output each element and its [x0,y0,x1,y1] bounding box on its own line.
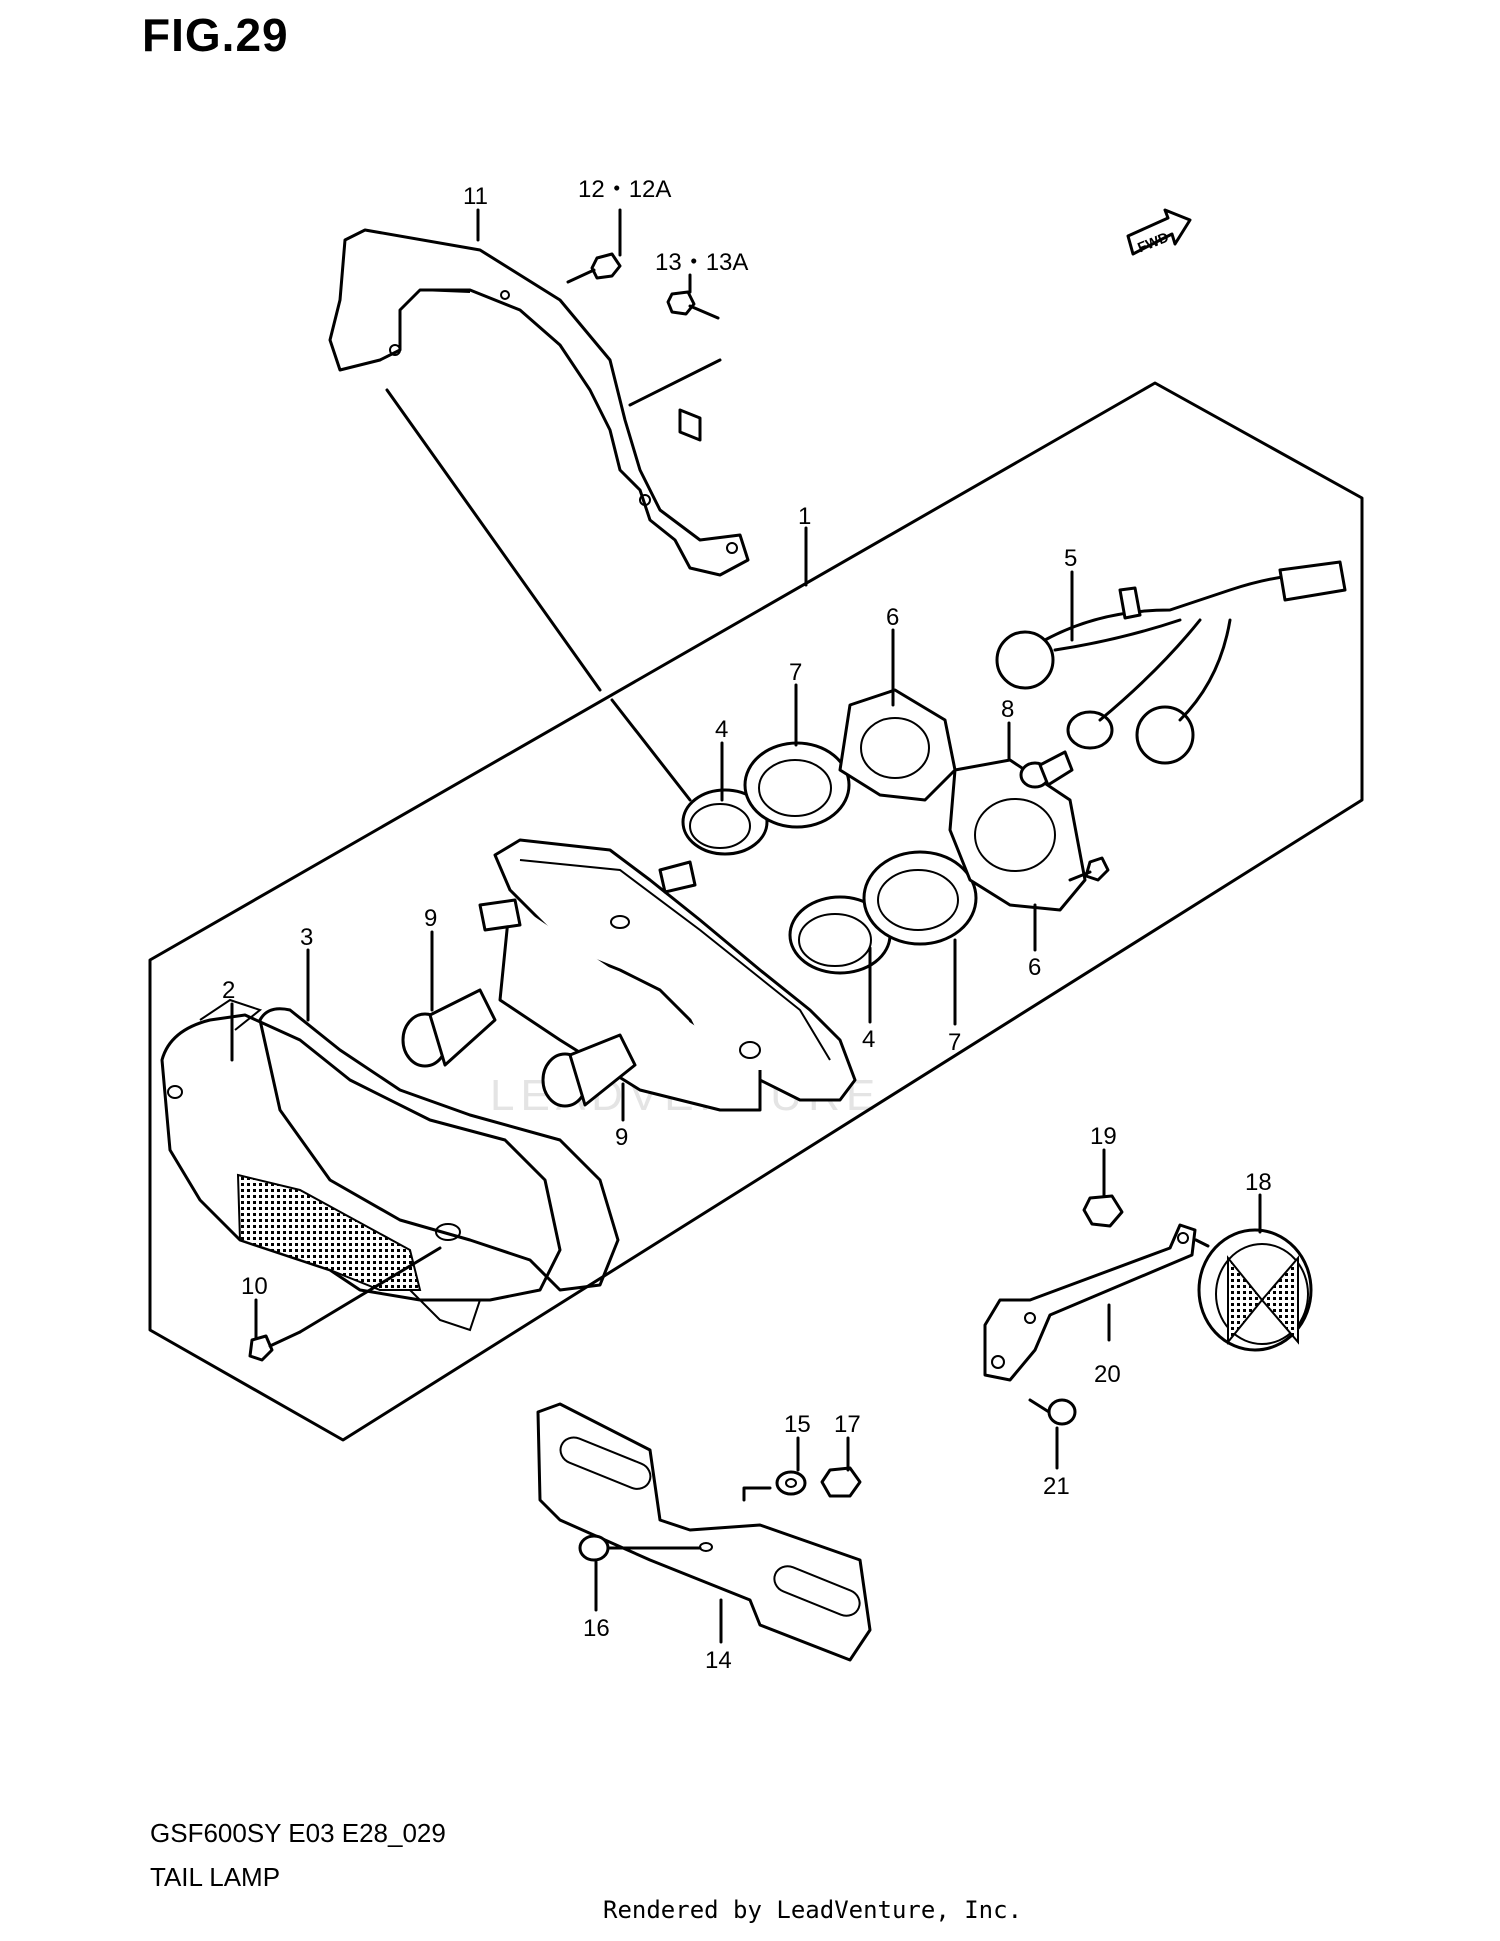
callout-14: 14 [705,1647,732,1674]
callout-15: 15 [784,1411,811,1438]
callout-16: 16 [583,1615,610,1642]
callout-6-lower: 6 [1028,954,1041,981]
callout-4-lower: 4 [862,1026,875,1053]
part-19-nut [1082,1194,1124,1228]
callout-17: 17 [834,1411,861,1438]
callout-8: 8 [1001,696,1014,723]
callout-7-upper: 7 [789,659,802,686]
callout-18: 18 [1245,1169,1272,1196]
callout-3: 3 [300,924,313,951]
credit-line: Rendered by LeadVenture, Inc. [603,1896,1023,1924]
part-9-bulb-lower [541,1033,637,1108]
part-7-ring-upper [743,741,851,829]
section-name: TAIL LAMP [150,1862,281,1892]
assembly-outline [148,381,1364,1442]
part-8-bulb [1019,750,1074,789]
part-6-plate-upper [838,688,957,802]
callout-4-upper: 4 [715,716,728,743]
callout-19: 19 [1090,1123,1117,1150]
callout-7-lower: 7 [948,1029,961,1056]
callout-9-upper: 9 [424,905,437,932]
part-20-reflector-bracket [983,1223,1197,1382]
callout-11: 11 [463,183,488,210]
part-3-gasket [258,1007,620,1292]
model-code: GSF600SY E03 E28_029 [150,1818,446,1848]
callout-20: 20 [1094,1361,1121,1388]
part-5-wiring-harness [995,560,1347,765]
figure-title: FIG.29 [142,9,289,61]
part-16-bolt [578,1534,702,1562]
callout-leaders [230,208,1262,1644]
part-13-screw [666,290,720,320]
callout-10: 10 [241,1273,268,1300]
part-10-screw [248,1246,442,1362]
part-9-bulb-upper [401,988,497,1068]
part-11-bracket [328,228,750,577]
callout-9-lower: 9 [615,1124,628,1151]
callout-1: 1 [798,503,811,530]
part-18-reflector [1197,1228,1313,1352]
leader-housing [610,698,692,802]
tail-lamp-housing [478,838,857,1112]
part-21-screw [1028,1398,1077,1426]
leader-bracket-to-housing [385,388,602,692]
callout-13: 13・13A [655,249,748,276]
fwd-arrow-icon: FWD [1126,208,1192,256]
callout-2: 2 [222,977,235,1004]
callout-6-upper: 6 [886,604,899,631]
part-screw-plate [1068,856,1110,882]
part-4-socket-upper [681,788,769,856]
callout-5: 5 [1064,545,1077,572]
part-12-screw [566,252,622,284]
leader-reflector [1194,1238,1210,1248]
part-17-nut [820,1466,862,1498]
part-2-lens [160,998,562,1332]
leader-screw-13 [628,358,722,407]
callout-21: 21 [1043,1473,1070,1500]
part-7-ring-lower [862,850,978,946]
callout-12: 12・12A [578,176,671,203]
part-15-washer [742,1470,807,1502]
callout-labels: 1 2 3 4 4 5 6 6 7 7 8 9 9 10 11 12・12A 1… [222,176,1272,1674]
